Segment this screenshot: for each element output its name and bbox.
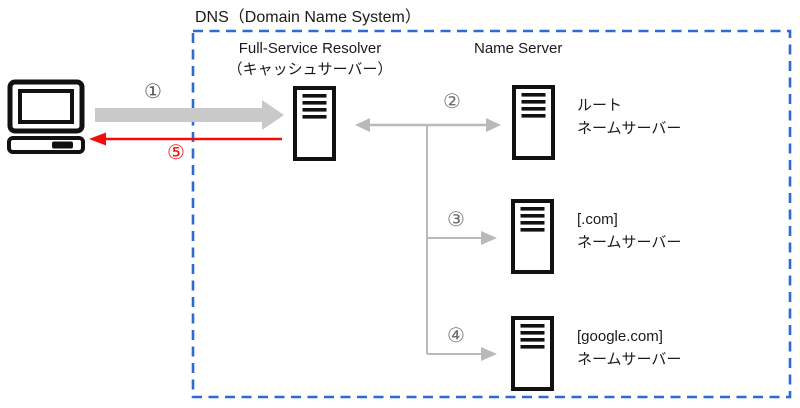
query-arrow-step1: [95, 100, 284, 130]
com-server-icon: [511, 199, 554, 274]
diagram-title: DNS（Domain Name System）: [195, 9, 421, 26]
google-server-label: [google.com] ネームサーバー: [577, 325, 681, 371]
com-server-label: [.com] ネームサーバー: [577, 208, 681, 254]
com-server-label-line2: ネームサーバー: [577, 234, 682, 251]
resolver-label: Full-Service Resolver （キャッシュサーバー）: [218, 38, 402, 80]
resolver-label-line2: （キャッシュサーバー）: [227, 61, 393, 78]
root-server-icon: [512, 85, 555, 160]
step-4-badge: ④: [447, 325, 465, 347]
step-5-badge: ⑤: [167, 142, 185, 164]
google-server-label-line1: [google.com]: [577, 328, 663, 345]
resolver-label-line1: Full-Service Resolver: [238, 40, 382, 57]
root-server-label-line2: ネームサーバー: [577, 120, 682, 137]
name-server-heading: Name Server: [474, 40, 563, 57]
google-server-icon: [511, 316, 554, 391]
dns-boundary-box: [191, 29, 792, 399]
root-server-label: ルート ネームサーバー: [577, 94, 681, 140]
com-server-label-line1: [.com]: [577, 211, 618, 228]
root-server-label-line1: ルート: [577, 97, 623, 114]
response-arrow-step5: [89, 132, 282, 146]
branch-arrow-step3: [426, 125, 497, 354]
resolver-server-icon: [293, 86, 336, 161]
step-2-badge: ②: [443, 91, 461, 113]
client-computer-icon: [7, 79, 85, 154]
step-3-badge: ③: [447, 209, 465, 231]
branch-arrow-step4: [427, 347, 497, 361]
google-server-label-line2: ネームサーバー: [577, 351, 682, 368]
step-1-badge: ①: [144, 81, 162, 103]
